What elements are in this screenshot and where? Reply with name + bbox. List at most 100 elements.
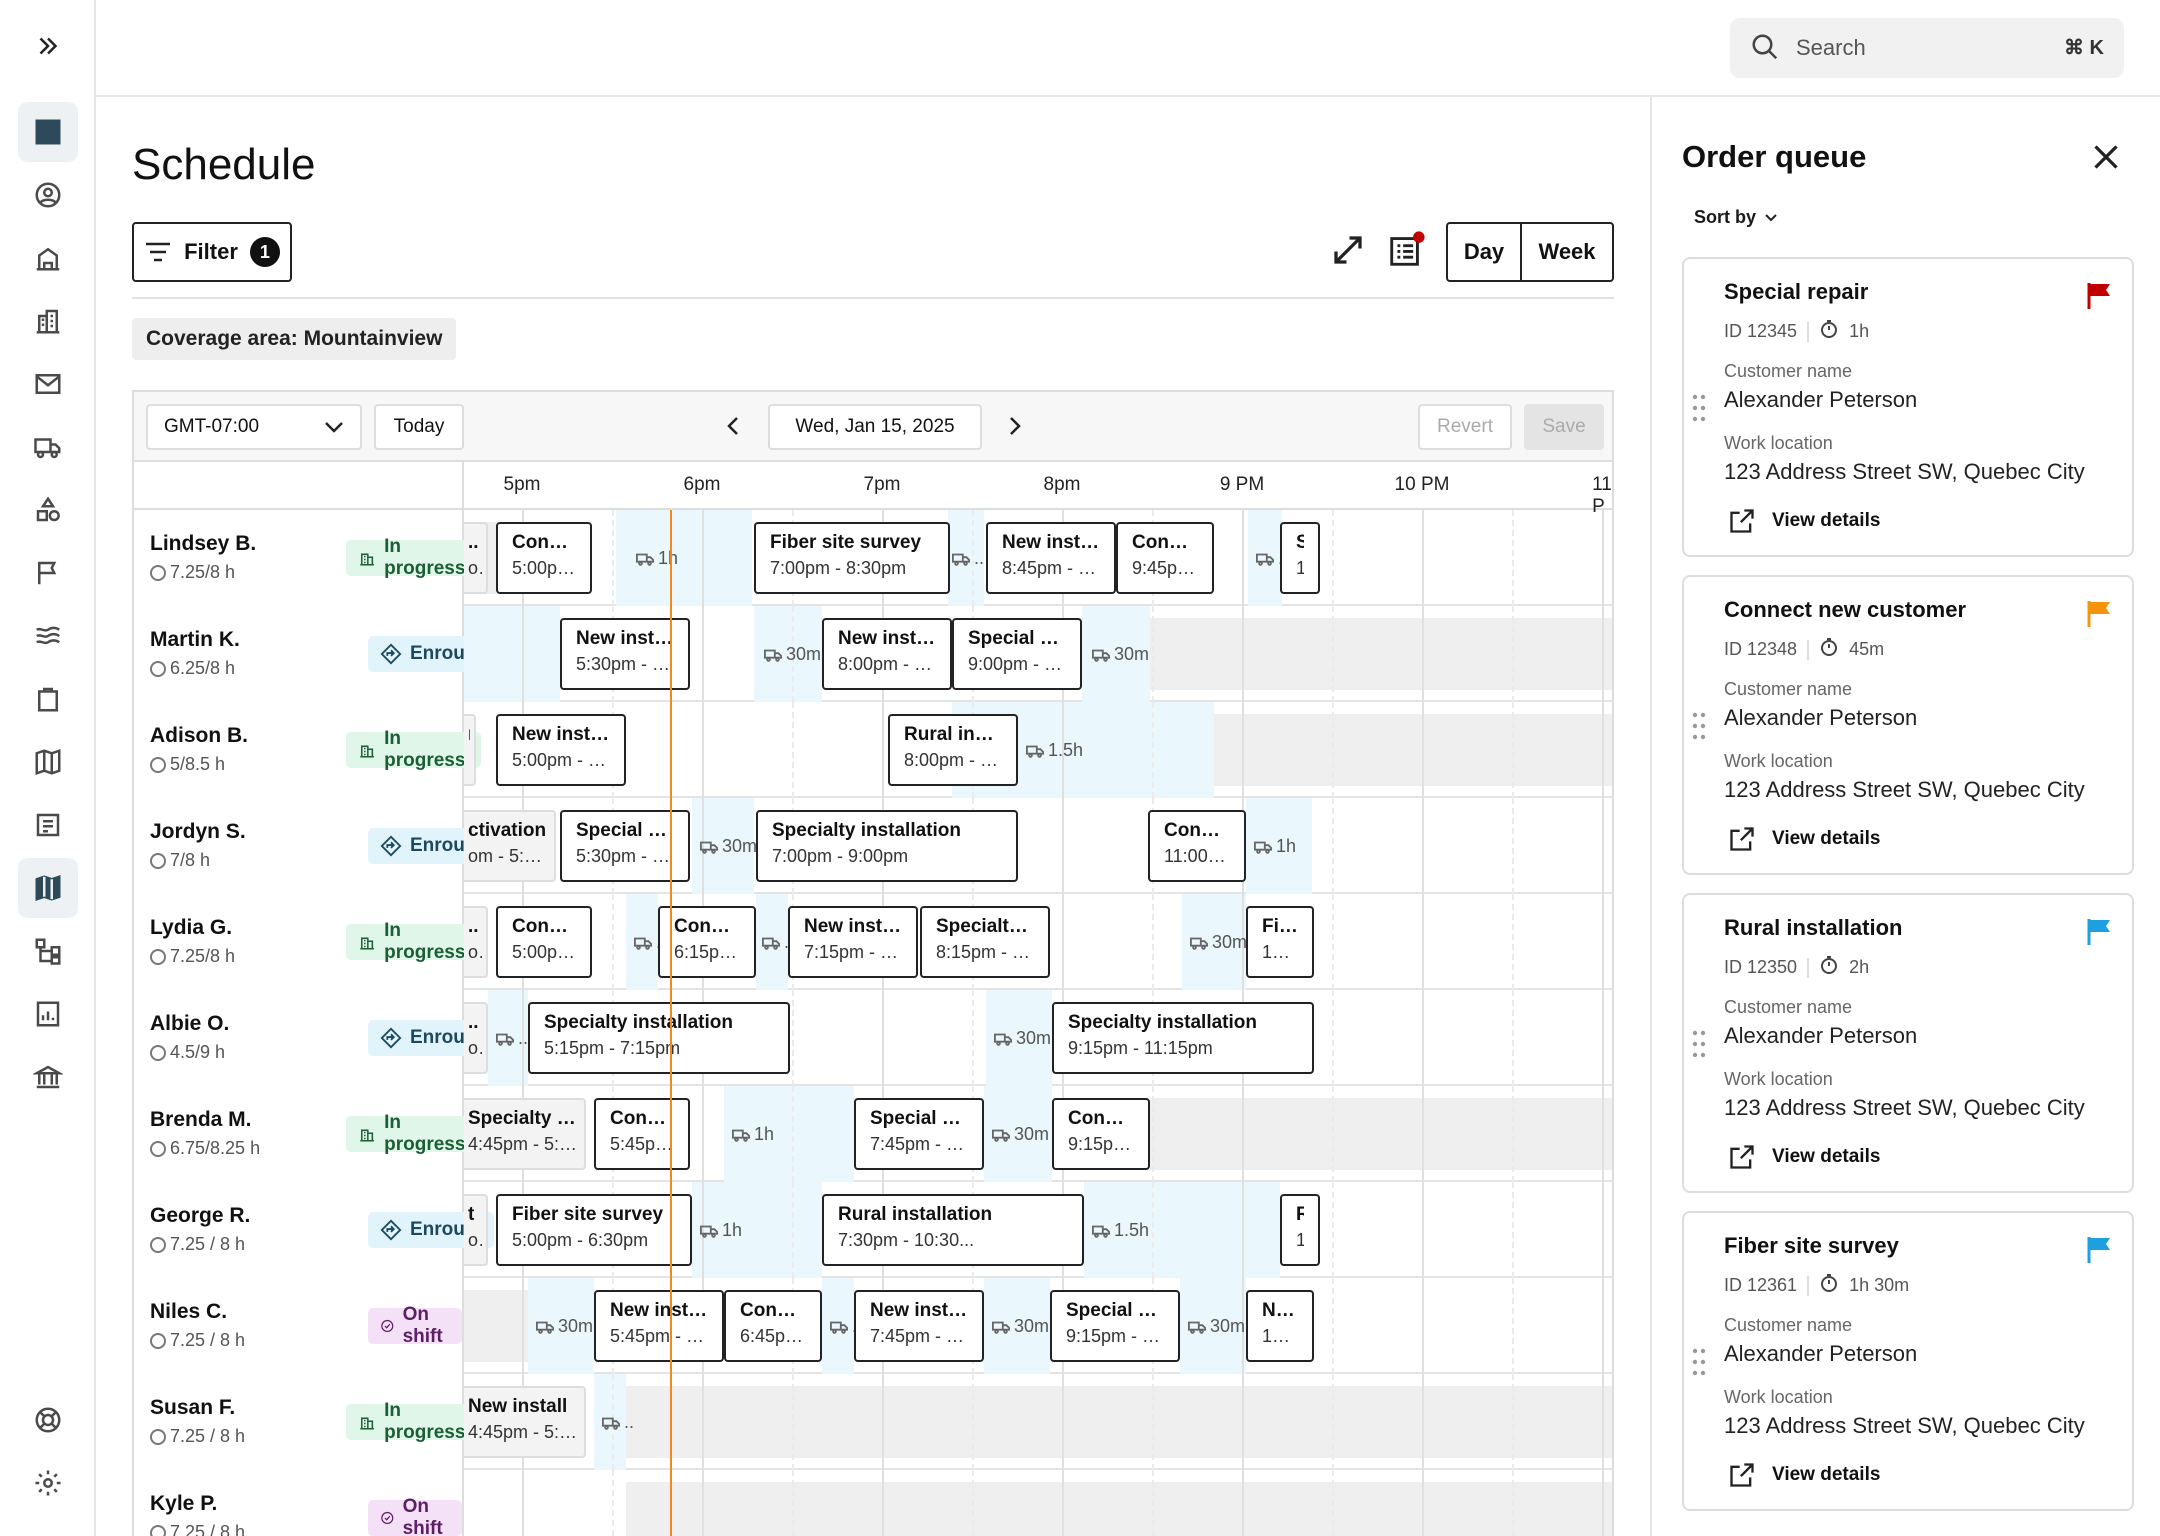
job-time: 5:00pm -... <box>512 558 576 578</box>
view-details-link[interactable]: View details <box>1728 825 1880 853</box>
job-card[interactable]: Sp11: <box>1280 522 1320 594</box>
job-card[interactable]: Specialty instal...8:15pm - 9:15pm <box>920 906 1050 978</box>
job-card[interactable]: Special repair9:00pm - 10:00... <box>952 618 1082 690</box>
status-badge[interactable]: In progress <box>346 1400 482 1443</box>
job-card[interactable]: Specialty instal...4:45pm - 5:45pm <box>464 1098 586 1170</box>
next-date-button[interactable] <box>1002 414 1026 438</box>
nav-settings[interactable] <box>18 1453 78 1513</box>
job-card[interactable]: ..om <box>464 1002 488 1074</box>
status-badge[interactable]: In progress <box>346 728 482 771</box>
job-card[interactable]: Connect n...11:00pm -... <box>1148 810 1246 882</box>
job-card[interactable]: m <box>464 714 476 786</box>
clock-icon <box>150 1140 166 1157</box>
view-details-link[interactable]: View details <box>1728 1461 1880 1489</box>
fullscreen-button[interactable] <box>1330 232 1366 268</box>
job-card[interactable]: Connect n...5:00pm -... <box>496 906 592 978</box>
nav-hierarchy[interactable] <box>18 921 78 981</box>
status-badge[interactable]: In progress <box>346 920 482 963</box>
nav-finance[interactable] <box>18 1047 78 1107</box>
view-details-link[interactable]: View details <box>1728 507 1880 535</box>
nav-schedule[interactable] <box>18 858 78 918</box>
drag-handle-icon[interactable] <box>1692 1347 1706 1377</box>
view-day-button[interactable]: Day <box>1446 222 1522 282</box>
nav-city[interactable] <box>18 291 78 351</box>
prev-date-button[interactable] <box>722 414 746 438</box>
job-card[interactable]: ..om <box>464 522 488 594</box>
nav-dashboard[interactable] <box>18 102 78 162</box>
coverage-area-chip[interactable]: Coverage area: Mountainview <box>132 318 457 360</box>
job-card[interactable]: Rural installation8:00pm - 9:00pm <box>888 714 1018 786</box>
view-details-link[interactable]: View details <box>1728 1143 1880 1171</box>
status-badge[interactable]: In progress <box>346 1112 482 1155</box>
status-badge[interactable]: On shift <box>368 1496 463 1536</box>
nav-users[interactable] <box>18 165 78 225</box>
job-card[interactable]: Connect n...5:00pm -... <box>496 522 592 594</box>
nav-flags[interactable] <box>18 543 78 603</box>
expand-nav-button[interactable] <box>18 16 78 76</box>
drag-handle-icon[interactable] <box>1692 711 1706 741</box>
nav-orders[interactable] <box>18 669 78 729</box>
job-title: Specialty installation <box>1068 1012 1257 1033</box>
status-badge[interactable]: In progress <box>346 536 482 579</box>
job-card[interactable]: Special repair7:45pm - 8:45pm <box>854 1098 984 1170</box>
nav-network[interactable] <box>18 606 78 666</box>
search-input[interactable]: Search ⌘ K <box>1730 18 2124 78</box>
drag-handle-icon[interactable] <box>1692 1029 1706 1059</box>
status-badge[interactable]: On shift <box>368 1304 463 1347</box>
nav-help[interactable] <box>18 1390 78 1450</box>
job-card[interactable]: Connect n...5:45pm -... <box>594 1098 690 1170</box>
nav-assets[interactable] <box>18 480 78 540</box>
order-id: ID 12345 <box>1724 321 1798 341</box>
timezone-select[interactable]: GMT-07:00 <box>146 404 362 450</box>
job-card[interactable]: Connect n...6:45pm -... <box>724 1290 822 1362</box>
nav-fleet[interactable] <box>18 417 78 477</box>
job-card[interactable]: New ins10:45pm <box>1246 1290 1314 1362</box>
drag-handle-icon[interactable] <box>1692 393 1706 423</box>
today-button[interactable]: Today <box>374 404 464 450</box>
nav-mail[interactable] <box>18 354 78 414</box>
gridline <box>702 1182 704 1278</box>
job-card[interactable]: Special repair9:15pm - 10:15p... <box>1050 1290 1180 1362</box>
truck-icon <box>700 1225 718 1238</box>
hours-value: 7.25 / 8 h <box>170 1234 246 1254</box>
job-card[interactable]: Connect n...9:45pm -... <box>1116 522 1214 594</box>
sort-by-dropdown[interactable]: Sort by <box>1694 207 1778 228</box>
job-card[interactable]: Connect n...6:15pm - 7... <box>658 906 756 978</box>
filter-button[interactable]: Filter 1 <box>132 222 292 282</box>
nav-buildings[interactable] <box>18 228 78 288</box>
date-picker[interactable]: Wed, Jan 15, 2025 <box>768 404 982 450</box>
nav-notes[interactable] <box>18 795 78 855</box>
task-list-button[interactable] <box>1386 230 1426 270</box>
close-panel-button[interactable] <box>2088 139 2124 175</box>
nav-reports[interactable] <box>18 984 78 1044</box>
job-card[interactable]: tom <box>464 1194 488 1266</box>
job-card[interactable]: Ru10: <box>1280 1194 1320 1266</box>
view-week-button[interactable]: Week <box>1520 222 1614 282</box>
job-card[interactable]: Special repair5:30pm - 6:30pm <box>560 810 690 882</box>
nav-maps[interactable] <box>18 732 78 792</box>
job-card[interactable]: Fiber sit10:45pm <box>1246 906 1314 978</box>
save-button[interactable]: Save <box>1524 404 1604 450</box>
revert-button[interactable]: Revert <box>1418 404 1512 450</box>
job-card[interactable]: Connect n...9:15pm - 1... <box>1052 1098 1150 1170</box>
job-card[interactable]: ..om <box>464 906 488 978</box>
